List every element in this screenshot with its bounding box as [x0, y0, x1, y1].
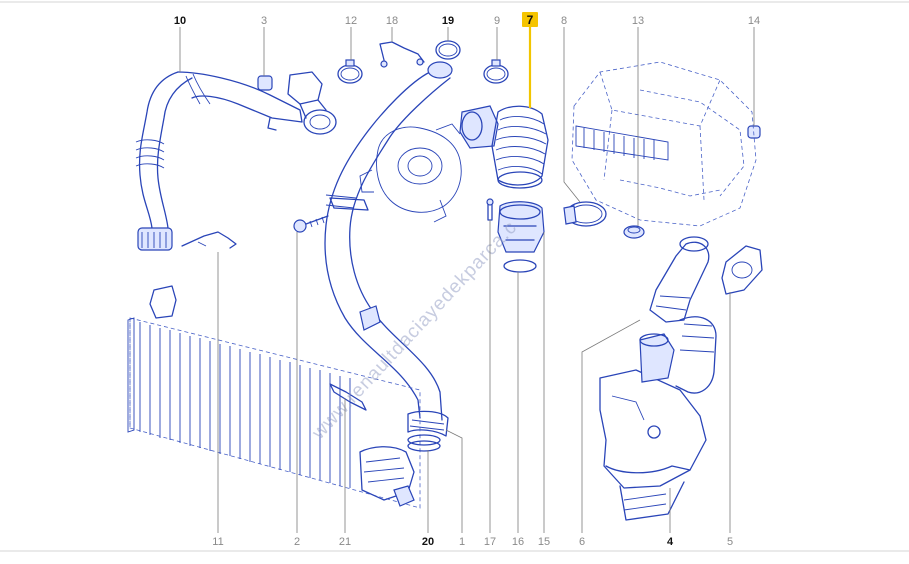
callout-21[interactable]: 21	[339, 536, 351, 548]
part-9-clamp[interactable]	[483, 59, 509, 84]
part-18-wire-clip[interactable]	[379, 41, 425, 68]
part-7-bellows-hose[interactable]	[459, 105, 549, 189]
air-filter-housing	[571, 61, 757, 227]
part-4-inlet-duct[interactable]	[649, 236, 710, 323]
callout-12[interactable]: 12	[345, 15, 357, 27]
leader-1	[445, 429, 463, 533]
watermark-text: www.renaultdaciayedekparca.c	[308, 217, 522, 444]
leader-8	[563, 27, 581, 203]
callout-16[interactable]: 16	[512, 536, 524, 548]
intercooler-radiator	[127, 285, 421, 509]
callout-3[interactable]: 3	[261, 15, 267, 27]
part-20-seal-rings[interactable]	[407, 434, 441, 452]
callout-9[interactable]: 9	[494, 15, 500, 27]
callout-14[interactable]: 14	[748, 15, 760, 27]
callout-17[interactable]: 17	[484, 536, 496, 548]
callout-19[interactable]: 19	[442, 15, 454, 27]
part-1-air-duct[interactable]	[324, 61, 453, 437]
part-21-gasket[interactable]	[329, 383, 367, 411]
callout-20[interactable]: 20	[422, 536, 434, 548]
callout-18[interactable]: 18	[386, 15, 398, 27]
callout-10[interactable]: 10	[174, 15, 186, 27]
callout-13[interactable]: 13	[632, 15, 644, 27]
callout-8[interactable]: 8	[561, 15, 567, 27]
part-11-clip[interactable]	[181, 231, 237, 249]
part-13-grommet[interactable]	[623, 225, 645, 239]
part-10-intercooler-hose[interactable]	[135, 71, 303, 251]
callout-4[interactable]: 4	[667, 536, 674, 548]
part-17-screw[interactable]	[486, 198, 494, 221]
part-12-hose-clamp[interactable]	[337, 59, 363, 84]
part-8-hose-clamp[interactable]	[563, 201, 607, 227]
callout-15[interactable]: 15	[538, 536, 550, 548]
callout-6[interactable]: 6	[579, 536, 585, 548]
part-19-o-ring[interactable]	[435, 40, 461, 60]
part-16-ring[interactable]	[503, 259, 537, 273]
callout-7-highlight	[522, 12, 538, 27]
turbocharger-housing	[359, 123, 462, 223]
part-3-connector[interactable]	[257, 75, 273, 91]
part-2-bolt[interactable]	[293, 215, 329, 233]
callout-7[interactable]: 7	[527, 13, 534, 27]
callout-1[interactable]: 1	[459, 536, 465, 548]
leader-6	[581, 319, 641, 533]
part-6-resonator-box[interactable]	[599, 316, 717, 521]
callout-5[interactable]: 5	[727, 536, 733, 548]
callout-11[interactable]: 11	[212, 536, 223, 548]
part-5-gasket-plate[interactable]	[721, 245, 763, 295]
throttle-body[interactable]	[287, 71, 337, 135]
part-15-flange[interactable]	[497, 201, 545, 253]
callout-2[interactable]: 2	[294, 536, 300, 548]
